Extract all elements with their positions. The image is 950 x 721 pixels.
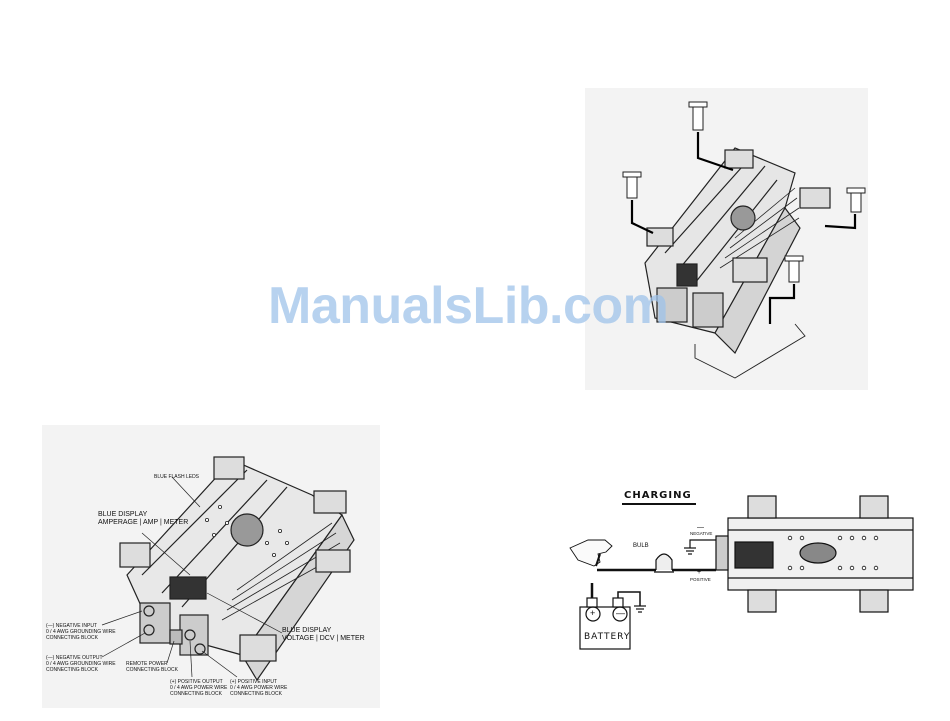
label-blue-display-voltage: BLUE DISPLAY VOLTAGE | DCV | METER <box>282 627 365 642</box>
label-blue-display-amperage: BLUE DISPLAY AMPERAGE | AMP | METER <box>98 511 189 526</box>
mounting-diagram <box>622 101 866 379</box>
label-positive-output: (+) POSITIVE OUTPUT 0 / 4 AWG POWER WIRE… <box>170 679 228 697</box>
watermark: ManualsLib.com <box>268 277 669 335</box>
battery-label: BATTERY <box>584 632 631 642</box>
label-wire-minus: — <box>697 524 704 531</box>
charging-title-underline <box>622 503 696 505</box>
label-blue-flash-leds: BLUE FLASH LEDS <box>154 474 200 480</box>
label-positive-input: (+) POSITIVE INPUT 0 / 4 AWG POWER WIRE … <box>230 679 288 697</box>
label-wire-plus: + <box>697 569 702 576</box>
labeled-device-panel: BLUE FLASH LEDS BLUE DISPLAY AMPERAGE | … <box>42 425 380 708</box>
label-negative-input: (—) NEGATIVE INPUT 0 / 4 AWG GROUNDING W… <box>46 623 116 641</box>
battery-minus-sign: — <box>616 608 625 618</box>
label-negative: NEGATIVE <box>690 531 713 536</box>
label-remote-power: REMOTE POWER CONNECTING BLOCK <box>126 661 178 673</box>
label-bulb: BULB <box>633 543 649 549</box>
labeled-device-diagram <box>101 456 355 682</box>
charging-title: CHARGING <box>624 490 692 501</box>
battery-plus-sign: + <box>590 608 596 618</box>
label-positive: POSITIVE <box>690 577 711 582</box>
mounting-diagram-panel <box>585 88 868 390</box>
label-negative-output: (—) NEGATIVE OUTPUT 0 / 4 AWG GROUNDING … <box>46 655 116 673</box>
